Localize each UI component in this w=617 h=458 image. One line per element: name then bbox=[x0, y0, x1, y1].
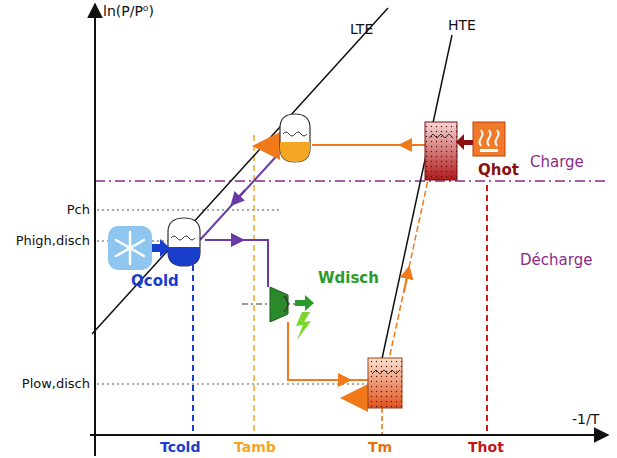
pressure-level: Phigh,disch bbox=[16, 234, 90, 248]
temperature-label: Tm bbox=[368, 440, 392, 455]
heat-label: Qhot bbox=[478, 162, 519, 179]
temperature-label: Tamb bbox=[234, 440, 276, 455]
lte-discharge-vessel bbox=[168, 218, 200, 266]
phase-name: Charge bbox=[530, 154, 584, 171]
curve-name: LTE bbox=[350, 22, 373, 37]
heat-label: Qcold bbox=[131, 273, 179, 290]
work-label: Wdisch bbox=[318, 270, 379, 287]
pressure-level: Plow,disch bbox=[22, 377, 90, 391]
axis-title: -1/T bbox=[572, 412, 599, 427]
pressure-level: Pch bbox=[67, 203, 90, 217]
heat-source bbox=[456, 122, 505, 156]
lte-charge-vessel bbox=[280, 114, 310, 162]
hte-charge-reactor bbox=[425, 122, 457, 180]
temperature-label: Tcold bbox=[160, 440, 200, 455]
cold-source bbox=[108, 226, 170, 270]
temperature-label: Thot bbox=[468, 440, 504, 455]
phase-name: Décharge bbox=[520, 252, 592, 269]
hte-discharge-reactor bbox=[368, 358, 402, 408]
curve-name: HTE bbox=[448, 18, 476, 33]
turbine bbox=[242, 287, 314, 340]
axis-title: ln(P/P⁰) bbox=[103, 4, 154, 19]
